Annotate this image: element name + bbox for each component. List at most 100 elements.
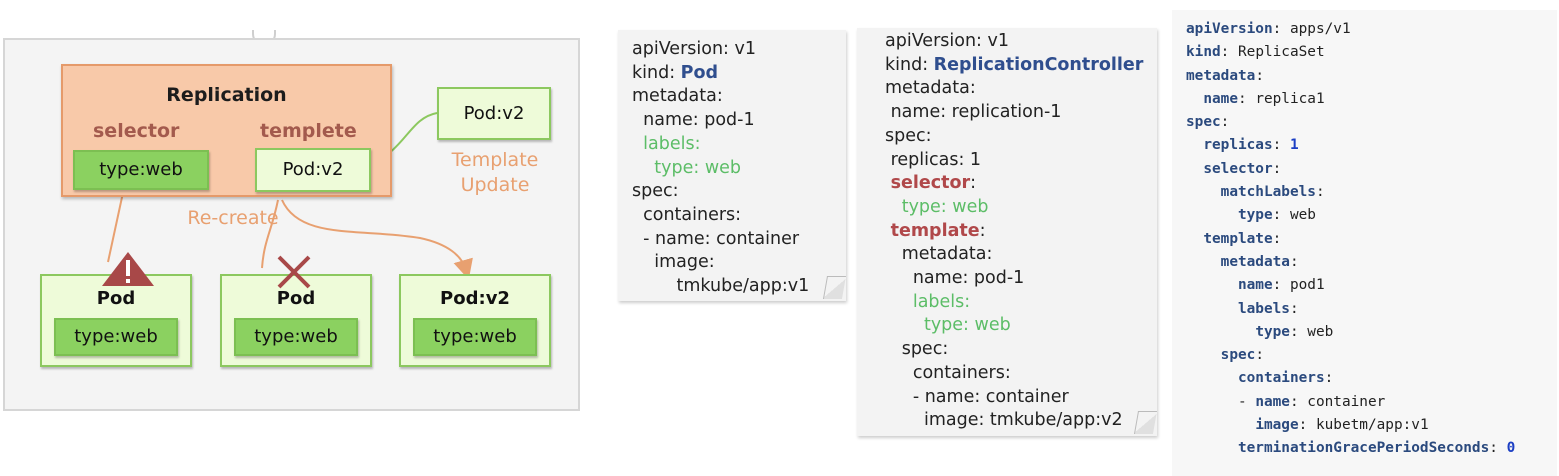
yaml-indent	[1186, 254, 1221, 270]
template-label: templete	[260, 120, 357, 142]
yaml-indent	[885, 315, 924, 335]
yaml-line: containers:	[632, 204, 846, 228]
yaml-key: type	[1237, 207, 1273, 224]
yaml-key: replicas:	[890, 149, 965, 170]
yaml-line: type: web	[1186, 204, 1557, 227]
yaml-value: web	[946, 196, 989, 217]
pod-box-1: Pod type:web	[40, 274, 192, 367]
yaml-key: matchLabels	[1220, 184, 1316, 201]
yaml-indent	[885, 410, 924, 430]
yaml-value: 0	[1497, 440, 1516, 457]
yaml-line: metadata:	[885, 77, 1157, 101]
yaml-key: selector	[1203, 160, 1273, 177]
yaml-colon: :	[1272, 207, 1282, 224]
recreate-caption: Re-create	[187, 207, 279, 229]
yaml-line: selector:	[885, 172, 1157, 196]
yaml-line: apiVersion: apps/v1	[1186, 18, 1557, 41]
template-pod-box: Pod:v2	[255, 148, 371, 192]
yaml-key: apiVersion:	[632, 39, 729, 59]
yaml-line: tmkube/app:v1	[632, 275, 846, 299]
yaml-line: selector:	[1186, 158, 1557, 181]
yaml-colon: :	[1237, 90, 1247, 107]
yaml-line: template:	[885, 220, 1157, 244]
yaml-value: container	[710, 228, 800, 249]
yaml-value: container	[980, 386, 1069, 407]
template-update-caption: Template Update	[430, 148, 560, 198]
yaml-value: 1	[964, 149, 982, 170]
yaml-key: replicas	[1203, 137, 1273, 154]
yaml-key: image:	[654, 252, 715, 273]
yaml-value: tmkube/app:v1	[676, 276, 810, 297]
yaml-line: metadata:	[632, 85, 846, 109]
yaml-line: replicas: 1	[1186, 134, 1557, 157]
yaml-indent: -	[1186, 393, 1256, 410]
page-fold-icon	[1133, 411, 1158, 434]
yaml-line: type: web	[885, 314, 1157, 338]
yaml-value: 1	[1281, 137, 1299, 154]
yaml-line: name: pod1	[1186, 274, 1557, 297]
pod-title: Pod	[276, 288, 316, 309]
yaml-value: pod1	[1281, 277, 1325, 294]
yaml-value: replication-1	[946, 102, 1062, 123]
yaml-key: type:	[901, 196, 947, 217]
yaml-value: tmkube/app:v2	[984, 410, 1123, 431]
yaml-colon: :	[1289, 323, 1299, 340]
yaml-line: kind: ReplicationController	[885, 54, 1157, 78]
yaml-value: pod-1	[698, 110, 755, 131]
yaml-key: metadata	[1186, 67, 1256, 84]
yaml-indent	[1186, 207, 1238, 223]
yaml-line: image: tmkube/app:v2	[885, 409, 1157, 433]
yaml-key: - name:	[643, 228, 711, 249]
yaml-key: kind:	[632, 62, 676, 83]
yaml-indent	[632, 276, 677, 296]
yaml-indent	[885, 268, 913, 288]
yaml-indent	[632, 252, 654, 272]
yaml-value: web	[1281, 207, 1316, 224]
yaml-indent	[632, 110, 643, 130]
yaml-indent	[1186, 301, 1238, 317]
yaml-key: kind:	[885, 54, 929, 75]
yaml-line: name: replication-1	[885, 101, 1157, 125]
yaml-key: name:	[643, 110, 699, 131]
yaml-colon: :	[1272, 137, 1282, 154]
yaml-colon: :	[1289, 253, 1299, 270]
yaml-line: - name: container	[885, 386, 1157, 410]
yaml-value: container	[1298, 393, 1386, 410]
yaml-line: name: replica1	[1186, 88, 1557, 111]
yaml-indent	[632, 205, 643, 225]
yaml-line: name: pod-1	[632, 109, 846, 133]
yaml-line: labels:	[885, 291, 1157, 315]
yaml-key: apiVersion:	[885, 31, 982, 51]
pod-title: Pod:v2	[440, 288, 510, 309]
yaml-key: terminationGracePeriodSeconds	[1237, 440, 1490, 457]
yaml-colon: :	[1255, 347, 1264, 364]
yaml-value: v1	[728, 39, 757, 59]
yaml-line: metadata:	[885, 243, 1157, 267]
yaml-value: web	[1298, 323, 1334, 340]
yaml-key: spec	[1186, 114, 1221, 131]
yaml-colon: :	[1220, 44, 1230, 61]
yaml-line: spec:	[632, 180, 846, 204]
yaml-indent	[1186, 161, 1203, 177]
yaml-indent	[885, 197, 902, 217]
yaml-line: apiVersion: v1	[632, 38, 846, 62]
yaml-key: metadata:	[632, 86, 723, 107]
yaml-indent	[1186, 440, 1238, 456]
yaml-value: ReplicationController	[933, 54, 1144, 75]
yaml-key: type:	[923, 315, 969, 336]
yaml-line: spec:	[1186, 344, 1557, 367]
page-fold-icon	[822, 276, 847, 299]
deleted-x-icon	[277, 255, 311, 289]
yaml-value: pod-1	[968, 268, 1025, 289]
yaml-colon: :	[1315, 184, 1325, 201]
yaml-line: kind: Pod	[632, 62, 846, 86]
pod-title: Pod	[96, 288, 136, 309]
yaml-key: - name:	[912, 386, 981, 407]
yaml-indent	[885, 339, 902, 359]
update-pod-box: Pod:v2	[437, 87, 551, 140]
yaml-line: template:	[1186, 228, 1557, 251]
caption-line-2: Update	[460, 174, 530, 196]
yaml-value: :	[979, 220, 986, 241]
